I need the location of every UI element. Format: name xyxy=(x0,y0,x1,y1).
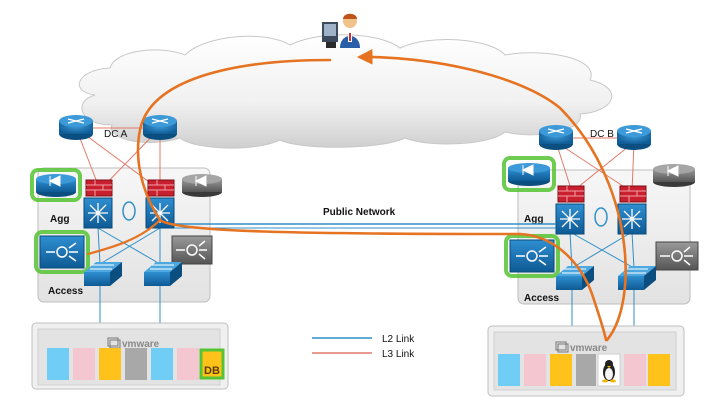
service-appliance-icon xyxy=(182,174,222,197)
dc-b-agg-label: Agg xyxy=(524,214,543,225)
legend-l3-label: L3 Link xyxy=(382,349,415,360)
firewall-icon xyxy=(619,185,647,203)
dc-b: DC B Agg xyxy=(487,125,699,397)
vm-box xyxy=(624,354,646,386)
load-balancer-icon xyxy=(504,234,560,278)
vm-box xyxy=(177,348,199,380)
dc-a-label: DC A xyxy=(104,129,128,140)
vm-box xyxy=(576,354,596,386)
dc-a: DC A xyxy=(30,115,229,390)
dc-a-agg-label: Agg xyxy=(50,214,69,225)
vmware-logo-icon xyxy=(555,341,569,353)
vm-box xyxy=(125,348,147,380)
vm-host-b: vmware xyxy=(487,325,685,397)
firewall-icon xyxy=(85,179,113,197)
vm-box xyxy=(151,348,173,380)
vm-box-db xyxy=(199,348,225,380)
dc-b-l3-links xyxy=(555,137,635,193)
vpc-link xyxy=(594,207,608,227)
user-at-computer-icon xyxy=(322,13,360,48)
firewall-icon xyxy=(147,179,175,197)
vm-host-a: vmware DB xyxy=(31,322,229,390)
vm-box xyxy=(648,354,670,386)
router-icon xyxy=(59,115,93,140)
vm-box xyxy=(99,348,121,380)
load-balancer-icon xyxy=(34,230,90,274)
load-balancer-icon xyxy=(171,235,213,265)
vm-box xyxy=(47,348,69,380)
router-icon xyxy=(539,125,573,150)
service-appliance-icon xyxy=(653,164,695,187)
router-icon xyxy=(143,115,177,140)
vmware-label: vmware xyxy=(122,339,160,350)
service-appliance-icon xyxy=(30,168,82,202)
service-appliance-icon xyxy=(502,156,556,192)
dc-b-label: DC B xyxy=(590,129,614,140)
vpc-link xyxy=(122,201,136,221)
legend: L2 Link L3 Link xyxy=(312,334,415,360)
vm-box xyxy=(524,354,546,386)
db-label: DB xyxy=(204,365,220,377)
vm-box xyxy=(550,354,572,386)
public-network-label: Public Network xyxy=(323,207,396,218)
dc-b-access-label: Access xyxy=(524,293,559,304)
vmware-label: vmware xyxy=(570,343,608,354)
internet-cloud xyxy=(78,34,613,149)
public-network-link xyxy=(174,223,556,229)
load-balancer-icon xyxy=(655,241,699,271)
access-switch-icon xyxy=(84,262,122,286)
vm-box xyxy=(498,354,520,386)
legend-l2-label: L2 Link xyxy=(382,334,415,345)
linux-penguin-icon xyxy=(597,353,621,387)
dc-a-access-label: Access xyxy=(48,286,83,297)
vm-box xyxy=(73,348,95,380)
access-switch-icon xyxy=(144,262,182,286)
router-icon xyxy=(617,125,651,150)
dc-a-l2-links xyxy=(97,227,161,325)
traffic-path xyxy=(86,49,627,342)
access-switch-icon xyxy=(556,266,594,290)
nexus-switch-icon xyxy=(555,203,585,235)
firewall-icon xyxy=(557,185,585,203)
nexus-switch-icon xyxy=(83,197,113,229)
